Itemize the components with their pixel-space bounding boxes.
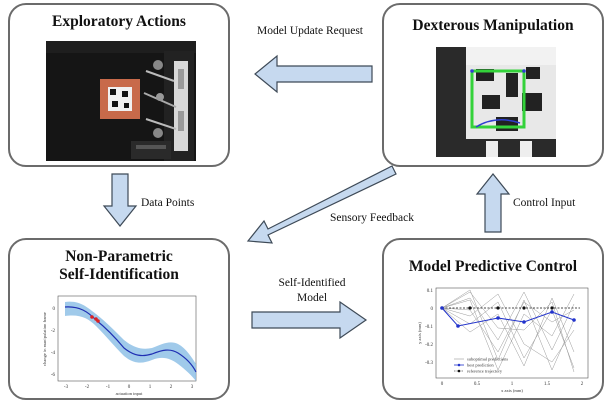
mpc-ytick: -0.2 (425, 343, 433, 348)
gp-sample-point (96, 319, 100, 323)
mpc-reference-point (522, 306, 526, 310)
self-identified-label-line1: Self-Identified (278, 277, 346, 289)
mpc-legend-item: reference trajectory (467, 369, 503, 374)
self-identified-label-line2: Model (296, 292, 328, 304)
gp-ytick: 0 (53, 307, 56, 312)
mpc-xtick: 0.5 (474, 382, 481, 387)
robot-photo (46, 41, 196, 161)
mpc-suboptimal-lines (441, 289, 575, 373)
gp-xtick: 0 (128, 385, 131, 390)
marker-photo (436, 47, 556, 157)
model-update-arrow (254, 54, 373, 94)
gp-xlabel: actuation input (116, 391, 144, 396)
gp-xtick: -3 (64, 385, 69, 390)
gp-xtick: 2 (170, 385, 173, 390)
mpc-best-point (572, 318, 576, 322)
control-input-arrow (475, 173, 511, 233)
gp-plot-frame (57, 295, 197, 382)
exploratory-actions-title: Exploratory Actions (52, 13, 186, 30)
mpc-ytick: 0.1 (427, 289, 434, 294)
gp-ytick: -2 (51, 329, 56, 334)
mpc-best-point (440, 306, 444, 310)
mpc-yticks: 0.1 0 -0.1 -0.2 -0.3 (425, 289, 433, 366)
dexterous-manipulation-box: Dexterous Manipulation (382, 3, 604, 167)
mpc-reference-point (468, 306, 472, 310)
mpc-xtick: 2 (581, 382, 584, 387)
control-input-label: Control Input (513, 197, 576, 209)
self-identified-model-arrow (251, 300, 368, 340)
dexterous-manipulation-title: Dexterous Manipulation (412, 17, 574, 34)
gp-sample-point (90, 315, 94, 319)
model-update-label: Model Update Request (256, 25, 364, 37)
data-points-arrow (102, 173, 138, 227)
marker-photo-drawing (436, 47, 556, 157)
sensory-feedback-arrow (246, 165, 397, 244)
mpc-box: Model Predictive Control suboptimal pr (382, 238, 604, 400)
mpc-xtick: 0 (441, 382, 444, 387)
mpc-legend: suboptimal predictions best prediction r… (454, 357, 508, 374)
gp-ylabel: change in manipulation frame (42, 312, 47, 366)
sensory-feedback-label: Sensory Feedback (330, 212, 414, 224)
gp-xtick: 1 (149, 385, 152, 390)
mpc-title: Model Predictive Control (408, 258, 578, 275)
mpc-xlabel: x axis (mm) (501, 388, 523, 393)
mpc-xtick: 1.5 (544, 382, 551, 387)
mpc-best-point (456, 324, 460, 328)
mpc-reference-point (496, 306, 500, 310)
mpc-best-point (522, 320, 526, 324)
mpc-legend-item: suboptimal predictions (467, 357, 508, 362)
mpc-reference-point (550, 306, 554, 310)
mpc-legend-item: best prediction (467, 363, 494, 368)
mpc-best-line (441, 307, 575, 327)
gp-xticks: -3 -2 -1 0 1 2 3 (64, 385, 194, 390)
mpc-xtick: 1 (511, 382, 514, 387)
mpc-plot: suboptimal predictions best prediction r… (417, 287, 589, 393)
non-parametric-title-line1: Non-Parametric (65, 248, 173, 265)
gp-plot: -3 -2 -1 0 1 2 3 0 -2 -4 -6 actuation in… (42, 295, 197, 396)
gp-ytick: -6 (51, 373, 56, 378)
mpc-ytick: -0.3 (425, 361, 433, 366)
gp-yticks: 0 -2 -4 -6 (51, 307, 56, 378)
non-parametric-box: Non-Parametric Self-Identification -3 -2… (8, 238, 230, 400)
mpc-plot-frame (435, 287, 589, 379)
mpc-ytick: -0.1 (425, 325, 433, 330)
robot-photo-drawing (46, 41, 196, 161)
mpc-best-point (550, 310, 554, 314)
gp-xtick: -2 (85, 385, 90, 390)
non-parametric-title-line2: Self-Identification (59, 266, 179, 283)
data-points-label: Data Points (141, 197, 195, 209)
exploratory-actions-box: Exploratory Actions (8, 3, 230, 167)
gp-xtick: -1 (106, 385, 111, 390)
mpc-ytick: 0 (431, 307, 434, 312)
mpc-ylabel: y axis (mm) (417, 322, 422, 344)
gp-mean-line (64, 306, 197, 373)
mpc-best-point (496, 316, 500, 320)
gp-xtick: 3 (191, 385, 194, 390)
mpc-xticks: 0 0.5 1 1.5 2 (441, 382, 584, 387)
gp-ytick: -4 (51, 351, 56, 356)
